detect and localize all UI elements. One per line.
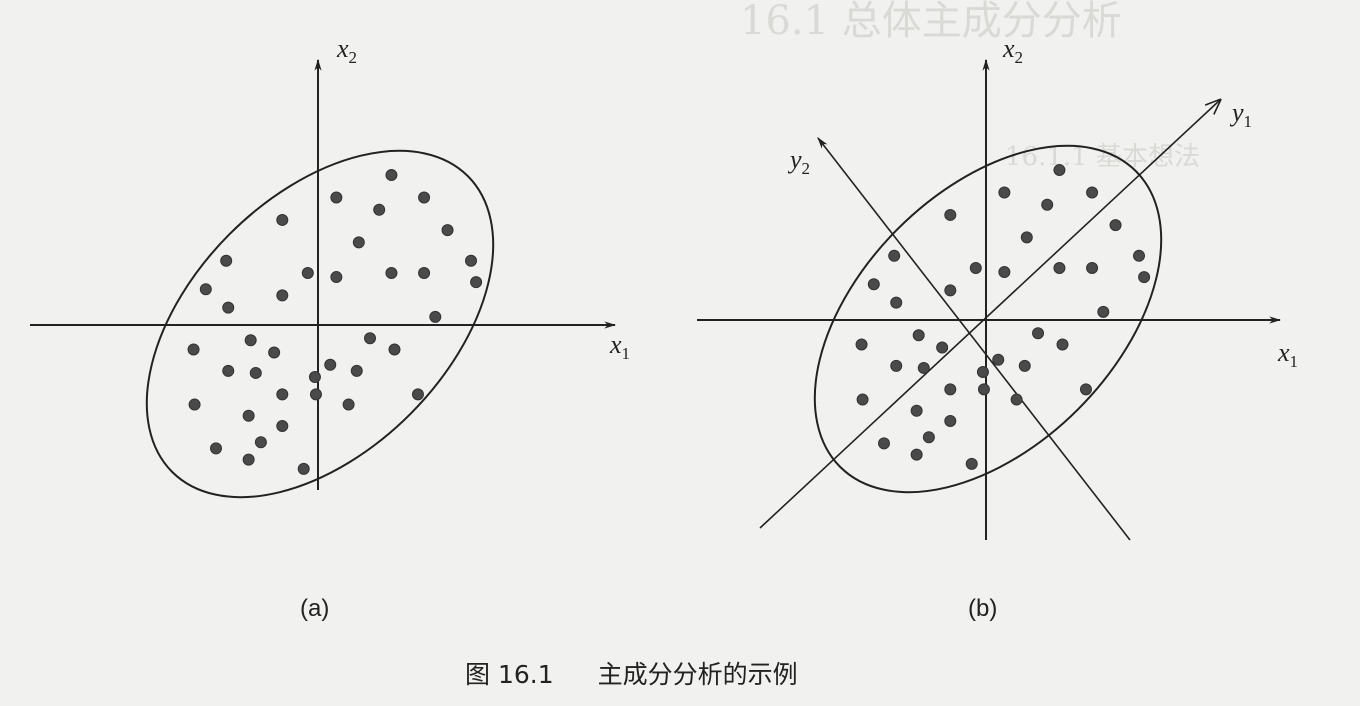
data-point — [373, 203, 386, 216]
data-point — [188, 398, 201, 411]
data-point — [1020, 231, 1033, 244]
data-point — [441, 224, 454, 237]
data-point — [936, 341, 949, 354]
data-point — [429, 310, 442, 323]
data-point — [330, 271, 343, 284]
y1-axis-label: y1 — [1232, 98, 1253, 132]
data-point — [1032, 327, 1045, 340]
data-point — [276, 419, 289, 432]
x1-axis-label-a: x1 — [610, 330, 631, 364]
data-point — [867, 278, 880, 291]
data-point — [352, 236, 365, 249]
data-point — [1053, 261, 1066, 274]
panel-a-tag: (a) — [300, 595, 330, 622]
data-point — [910, 404, 923, 417]
data-point — [309, 388, 322, 401]
data-point — [965, 457, 978, 470]
data-point — [878, 437, 890, 450]
data-point — [998, 266, 1011, 279]
data-point — [222, 364, 235, 377]
y2-axis-label: y2 — [790, 145, 811, 179]
data-point — [998, 186, 1011, 199]
data-point — [1086, 261, 1099, 274]
data-point — [199, 283, 212, 296]
data-point — [364, 332, 377, 345]
data-point — [976, 366, 989, 379]
data-point — [350, 364, 363, 377]
panel-b-tag: (b) — [968, 595, 998, 622]
data-point — [385, 266, 398, 279]
data-point — [1053, 164, 1066, 177]
data-point — [244, 334, 257, 347]
data-point — [308, 371, 321, 384]
data-point — [297, 462, 310, 475]
data-point — [1097, 305, 1110, 318]
bleed-through-section-heading: 16.1 总体主成分分析 — [740, 0, 1122, 44]
data-point — [992, 353, 1005, 366]
x2-axis-label-b: x2 — [1003, 34, 1024, 68]
data-point — [342, 398, 355, 411]
data-point — [1041, 198, 1054, 211]
data-ellipse — [145, 149, 495, 499]
data-point — [944, 208, 957, 221]
data-point — [1079, 383, 1092, 396]
data-point — [1056, 338, 1069, 351]
data-point — [910, 448, 923, 461]
data-point — [890, 359, 903, 372]
data-point — [210, 442, 222, 455]
data-point — [944, 383, 957, 396]
x1-axis-label-b: x1 — [1278, 338, 1299, 372]
data-point — [1086, 186, 1099, 199]
data-point — [276, 388, 289, 401]
data-point — [944, 414, 957, 427]
data-point — [922, 431, 935, 444]
data-point — [969, 261, 982, 274]
data-point — [330, 191, 343, 204]
data-point — [242, 409, 255, 422]
bleed-through-subsection-heading: 16.1.1 基本想法 — [1005, 142, 1200, 172]
data-point — [268, 346, 281, 359]
data-point — [388, 343, 401, 356]
data-point — [276, 213, 289, 226]
data-point — [254, 436, 267, 449]
data-point — [1018, 359, 1031, 372]
data-point — [890, 296, 903, 309]
data-point — [917, 361, 930, 374]
data-point — [249, 366, 262, 379]
data-point — [385, 169, 398, 182]
data-point — [977, 383, 990, 396]
panel-b — [697, 58, 1282, 541]
data-point — [222, 301, 235, 314]
figure-caption: 图 16.1 主成分分析的示例 — [465, 655, 842, 691]
data-point — [324, 358, 337, 371]
data-point — [465, 254, 477, 267]
y1-axis — [759, 100, 1220, 529]
panel-a — [30, 58, 617, 499]
data-point — [470, 276, 483, 289]
data-point — [1010, 393, 1023, 406]
figure-number: 图 16.1 — [465, 660, 554, 689]
data-point — [220, 254, 233, 267]
data-point — [418, 266, 431, 279]
data-point — [301, 266, 314, 279]
y2-axis — [817, 137, 1131, 541]
data-ellipse — [813, 144, 1163, 494]
data-point — [856, 393, 869, 406]
data-point — [418, 191, 431, 204]
data-point — [411, 388, 424, 401]
data-point — [187, 343, 200, 356]
data-point — [1133, 249, 1145, 262]
data-point — [242, 453, 255, 466]
data-point — [1138, 271, 1151, 284]
data-point — [855, 338, 868, 351]
data-point — [276, 289, 289, 302]
data-point — [888, 249, 901, 262]
data-point — [912, 329, 925, 342]
x2-axis-label-a: x2 — [337, 34, 358, 68]
data-point — [944, 284, 957, 297]
data-point — [1109, 219, 1122, 232]
figure-title: 主成分分析的示例 — [597, 660, 798, 689]
